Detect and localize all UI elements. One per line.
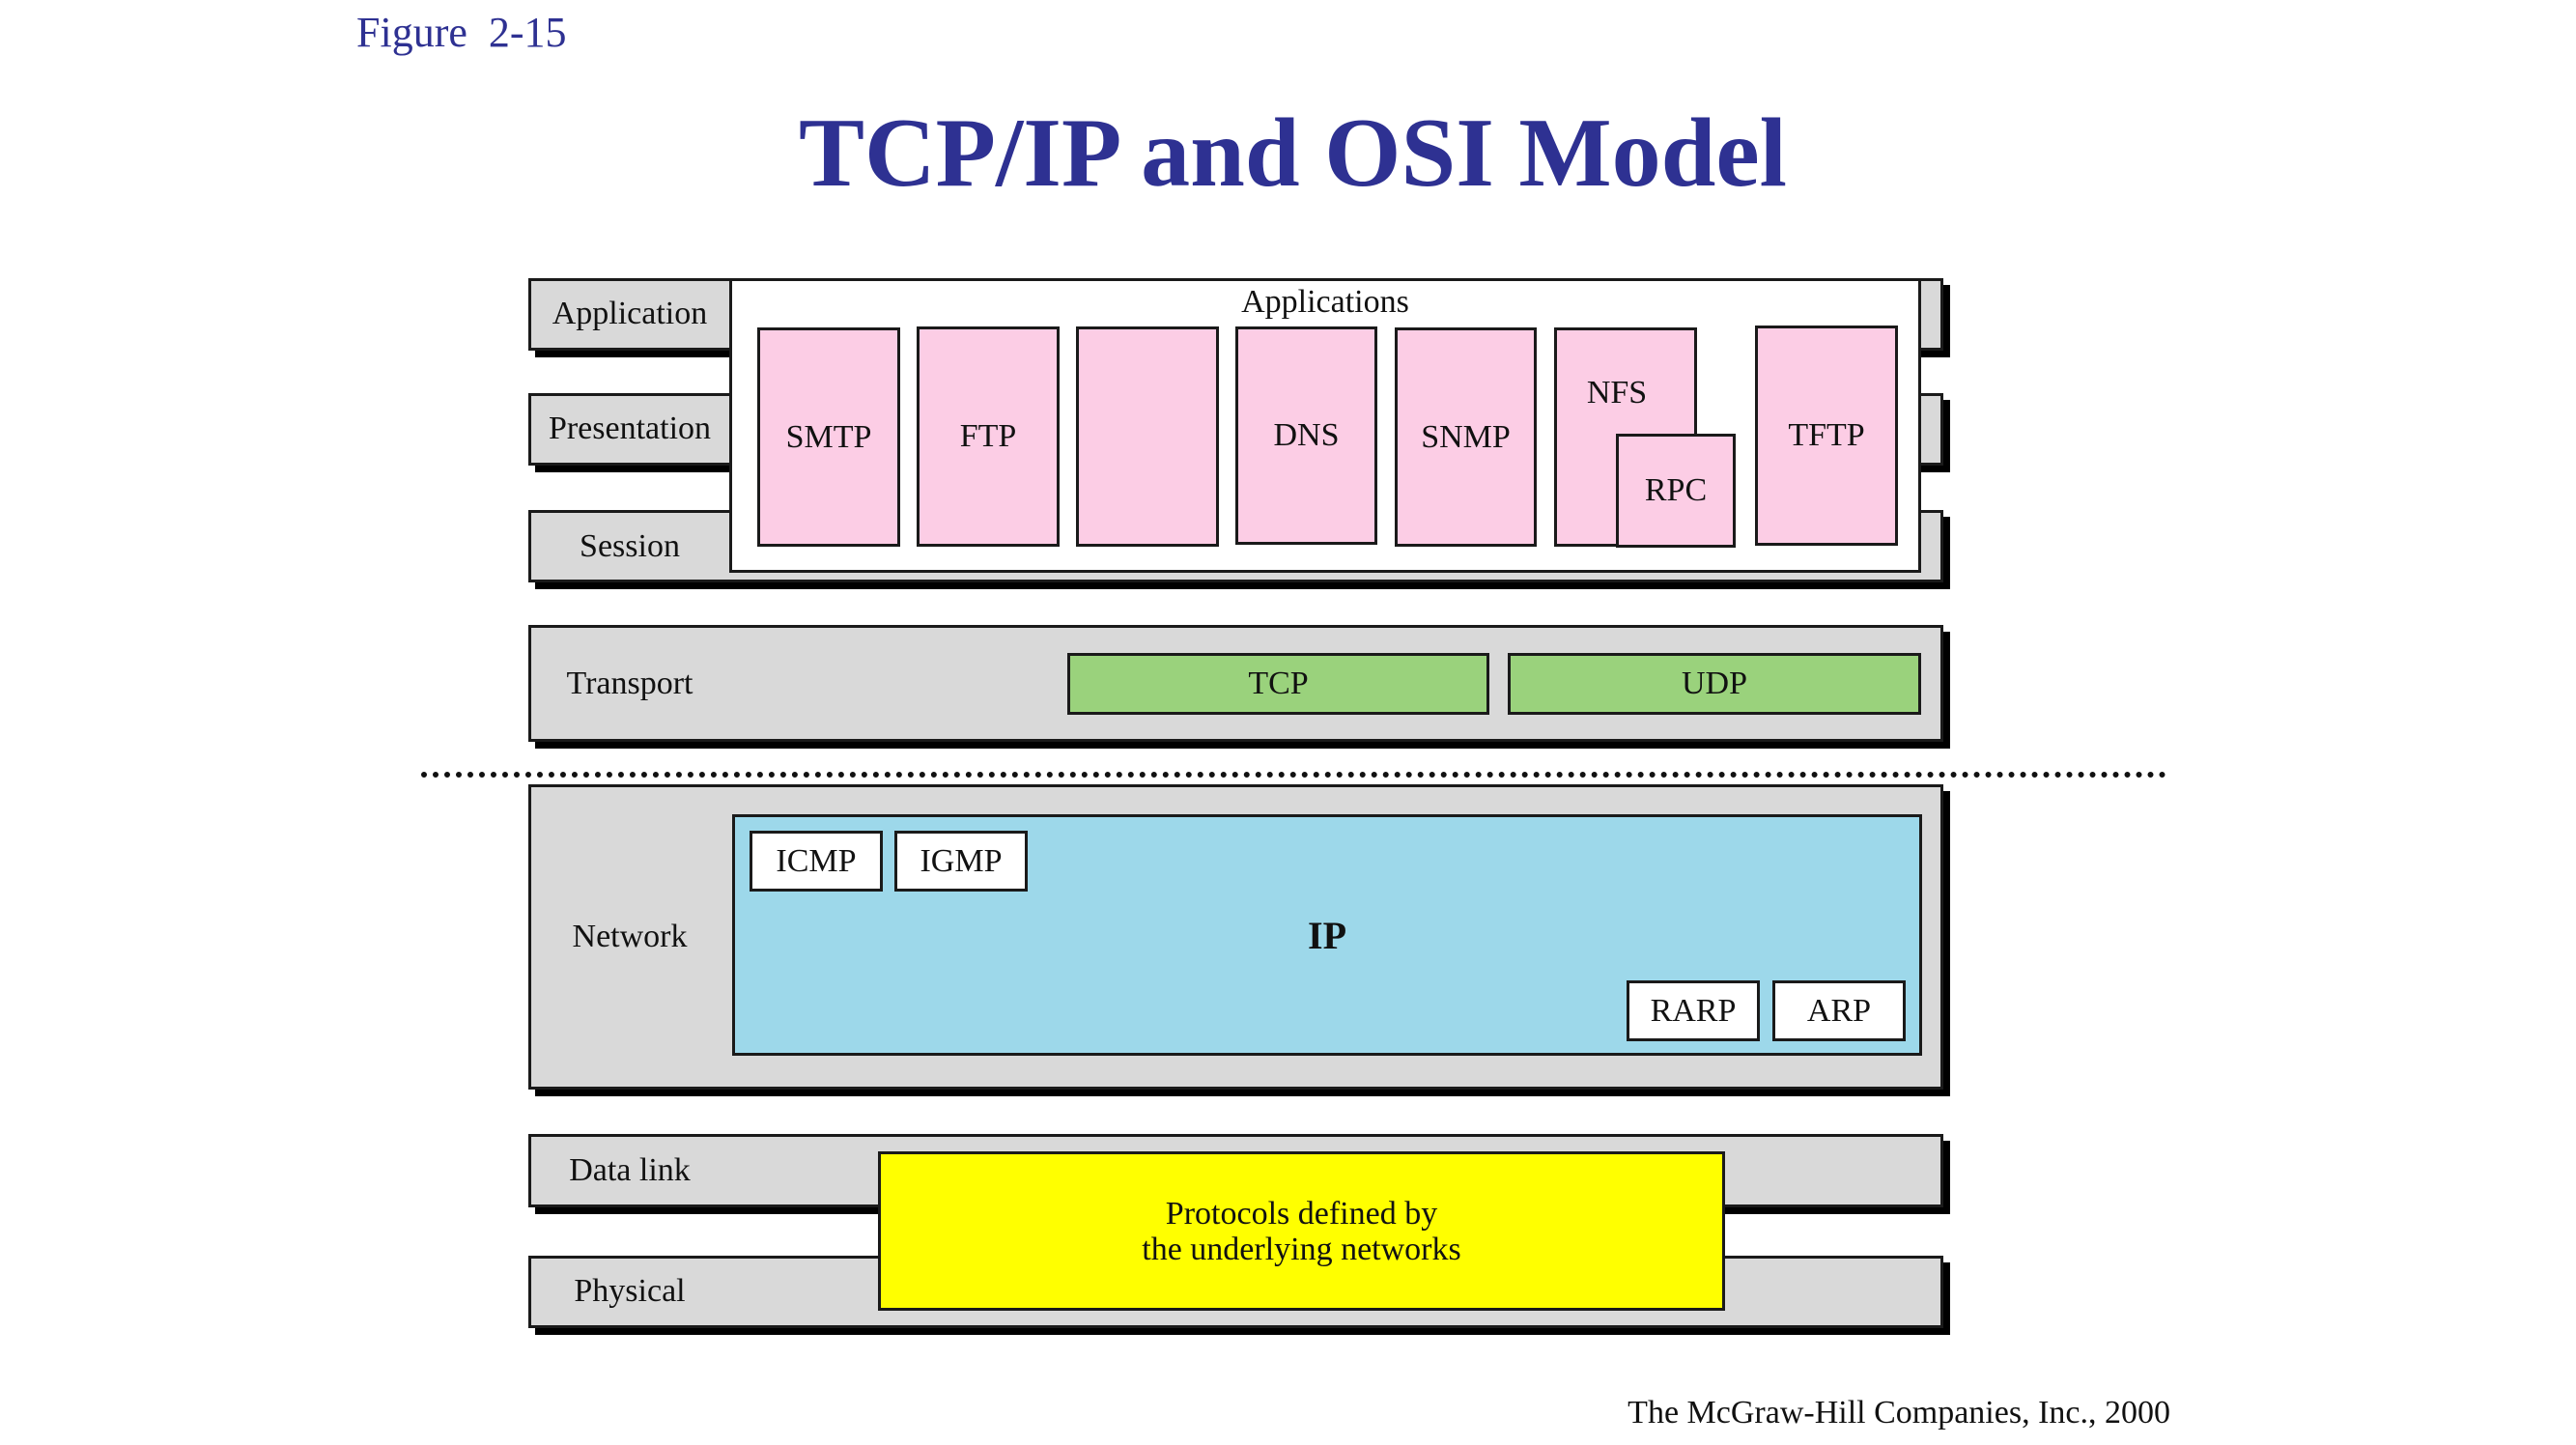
label-transport: Transport (566, 666, 694, 701)
label-application: Application (552, 296, 708, 331)
protocol-empty (1076, 326, 1219, 547)
protocol-rpc: RPC (1616, 434, 1736, 548)
underlying-networks-box: Protocols defined by the underlying netw… (878, 1151, 1725, 1311)
protocol-ip: IP (1308, 914, 1346, 957)
protocol-udp: UDP (1508, 653, 1921, 715)
protocol-ftp: FTP (917, 326, 1060, 547)
protocol-smtp: SMTP (757, 327, 900, 547)
underlying-networks-line1: Protocols defined by (1165, 1195, 1438, 1232)
label-session: Session (580, 528, 680, 564)
label-physical: Physical (574, 1273, 686, 1309)
underlying-networks-line2: the underlying networks (1142, 1231, 1461, 1267)
label-data-link: Data link (569, 1152, 691, 1188)
protocol-tcp: TCP (1067, 653, 1489, 715)
figure-label: Figure 2-15 (356, 9, 567, 56)
label-presentation: Presentation (548, 411, 712, 446)
model-divider (421, 772, 2166, 778)
publisher-credit: The McGraw-Hill Companies, Inc., 2000 (1628, 1395, 2170, 1431)
protocol-dns: DNS (1235, 326, 1377, 545)
applications-label: Applications (1241, 284, 1409, 320)
protocol-nfs-label: NFS (1586, 375, 1648, 411)
label-network: Network (572, 919, 688, 954)
protocol-arp: ARP (1772, 980, 1906, 1041)
protocol-snmp: SNMP (1395, 327, 1537, 547)
protocol-igmp: IGMP (894, 831, 1028, 892)
page-title: TCP/IP and OSI Model (798, 99, 1788, 208)
protocol-rarp: RARP (1627, 980, 1760, 1041)
protocol-tftp: TFTP (1755, 326, 1898, 546)
protocol-icmp: ICMP (750, 831, 883, 892)
